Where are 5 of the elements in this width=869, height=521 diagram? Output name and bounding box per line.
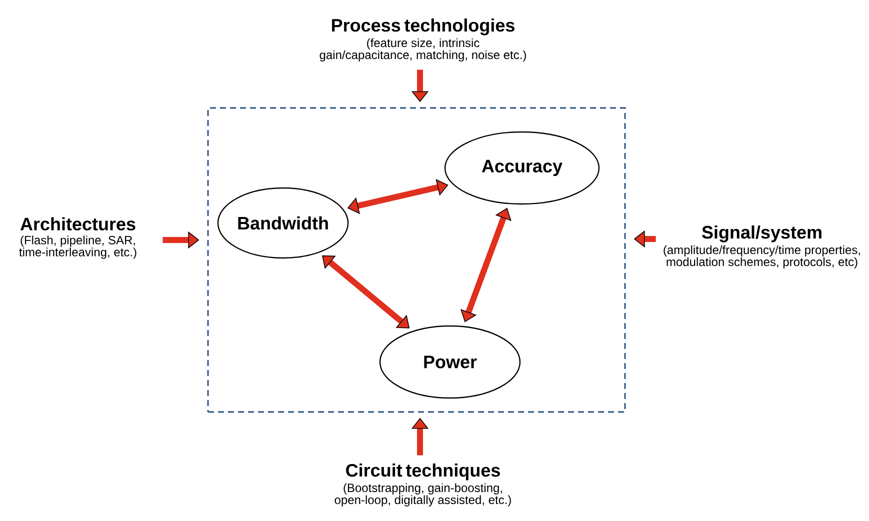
factor-label: Architectures (Flash, pipeline, SAR, time-interleaving, etc.)	[19, 217, 136, 259]
factor-label: Signal/system (amplitude/frequency/time properties, modulation schemes, protocols, etc)	[664, 225, 860, 268]
factor-label: Process technologies (feature size, intrinsic gain/capacitance, matching, noise etc.)	[320, 18, 526, 62]
factor-label: Circuit techniques (Bootstrapping, gain-boosting, open-loop, digitally assisted, etc.)	[334, 464, 511, 506]
dashed-boundary	[207, 107, 626, 413]
